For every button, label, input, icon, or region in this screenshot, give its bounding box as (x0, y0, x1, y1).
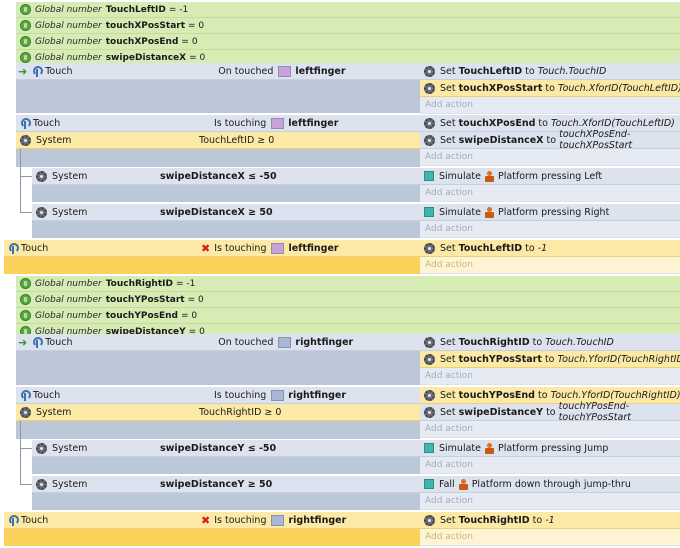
subevent-tree-line (20, 149, 32, 177)
leftfinger-icon (271, 117, 285, 129)
player-sprite-icon (484, 442, 495, 454)
condition-row[interactable]: System swipeDistanceY ≤ -50 (32, 440, 420, 457)
add-action-link[interactable]: Add action (420, 185, 680, 202)
add-action-link[interactable]: Add action (420, 529, 680, 546)
system-gear-icon (36, 442, 47, 454)
touch-icon (32, 65, 44, 77)
action-row[interactable]: Set TouchRightID to -1 (420, 512, 680, 529)
subevent-tree-line (20, 421, 32, 449)
global-variable-icon (20, 52, 31, 63)
system-gear-icon (424, 65, 435, 77)
condition-row[interactable]: System TouchLeftID ≥ 0 (16, 132, 420, 149)
system-gear-icon (424, 336, 435, 348)
system-gear-icon (424, 117, 435, 129)
global-variable-icon (20, 294, 31, 305)
invert-condition-icon: ✖ (201, 513, 211, 527)
player-sprite-icon (484, 170, 495, 182)
platform-behavior-icon (424, 479, 434, 489)
condition-row[interactable]: System TouchRightID ≥ 0 (16, 404, 420, 421)
global-variable-icon (20, 4, 31, 15)
add-action-link[interactable]: Add action (420, 457, 680, 474)
system-gear-icon (20, 134, 31, 146)
system-gear-icon (36, 170, 47, 182)
system-gear-icon (36, 206, 47, 218)
touch-icon (20, 117, 31, 129)
global-variable-icon (20, 310, 31, 321)
touch-icon (8, 242, 19, 254)
platform-behavior-icon (424, 443, 434, 453)
add-action-link[interactable]: Add action (420, 257, 680, 274)
system-gear-icon (36, 478, 47, 490)
trigger-arrow-icon: ➜ (18, 64, 28, 78)
platform-behavior-icon (424, 171, 434, 181)
touch-icon (20, 389, 31, 401)
system-gear-icon (424, 134, 435, 146)
system-gear-icon (424, 389, 435, 401)
system-gear-icon (424, 353, 435, 365)
condition-row[interactable]: System swipeDistanceX ≤ -50 (32, 168, 420, 185)
rightfinger-icon (278, 336, 292, 348)
global-variable-icon (20, 20, 31, 31)
leftfinger-icon (278, 65, 292, 77)
leftfinger-icon (271, 242, 285, 254)
global-variable-icon (20, 278, 31, 289)
touch-icon (32, 336, 44, 348)
condition-row[interactable]: Touch Is touching leftfinger (16, 115, 420, 132)
condition-row[interactable]: Touch ✖ Is touching leftfinger (4, 240, 420, 257)
player-sprite-icon (458, 478, 469, 490)
rightfinger-icon (271, 514, 285, 526)
add-action-link[interactable]: Add action (420, 149, 680, 166)
player-sprite-icon (484, 206, 495, 218)
action-row[interactable]: Set swipeDistanceX to touchXPosEnd-touch… (420, 129, 680, 151)
touch-icon (8, 514, 19, 526)
subevent-tree-line (20, 449, 32, 485)
action-row[interactable]: Set touchYPosEnd to Touch.YforID(TouchRi… (420, 387, 680, 404)
subevent-tree-line (20, 177, 32, 213)
action-row[interactable]: Set TouchLeftID to -1 (420, 240, 680, 257)
condition-row[interactable]: Touch Is touching rightfinger (16, 387, 420, 404)
system-gear-icon (424, 242, 435, 254)
action-row[interactable]: Set TouchRightID to Touch.TouchID (420, 334, 680, 351)
add-action-link[interactable]: Add action (420, 421, 680, 438)
platform-behavior-icon (424, 207, 434, 217)
global-variable-icon (20, 36, 31, 47)
action-row[interactable]: Set touchXPosEnd to Touch.XforID(TouchLe… (420, 115, 680, 132)
condition-row[interactable]: Touch ✖ Is touching rightfinger (4, 512, 420, 529)
condition-row[interactable]: ➜ Touch On touched rightfinger (16, 334, 420, 351)
add-action-link[interactable]: Add action (420, 221, 680, 238)
condition-row[interactable]: System swipeDistanceX ≥ 50 (32, 204, 420, 221)
rightfinger-icon (271, 389, 285, 401)
condition-row[interactable]: System swipeDistanceY ≥ 50 (32, 476, 420, 493)
trigger-arrow-icon: ➜ (18, 335, 28, 349)
system-gear-icon (424, 514, 435, 526)
invert-condition-icon: ✖ (201, 241, 211, 255)
action-row[interactable]: Set TouchLeftID to Touch.TouchID (420, 63, 680, 80)
system-gear-icon (424, 82, 435, 94)
action-row[interactable]: Set touchXPosStart to Touch.XforID(Touch… (420, 80, 680, 97)
add-action-link[interactable]: Add action (420, 368, 680, 385)
action-row[interactable]: Set swipeDistanceY to touchYPosEnd-touch… (420, 401, 680, 423)
system-gear-icon (20, 406, 31, 418)
add-action-link[interactable]: Add action (420, 493, 680, 510)
condition-row[interactable]: ➜ Touch On touched leftfinger (16, 63, 420, 80)
action-row[interactable]: Set touchYPosStart to Touch.YforID(Touch… (420, 351, 680, 368)
system-gear-icon (424, 406, 435, 418)
add-action-link[interactable]: Add action (420, 97, 680, 114)
